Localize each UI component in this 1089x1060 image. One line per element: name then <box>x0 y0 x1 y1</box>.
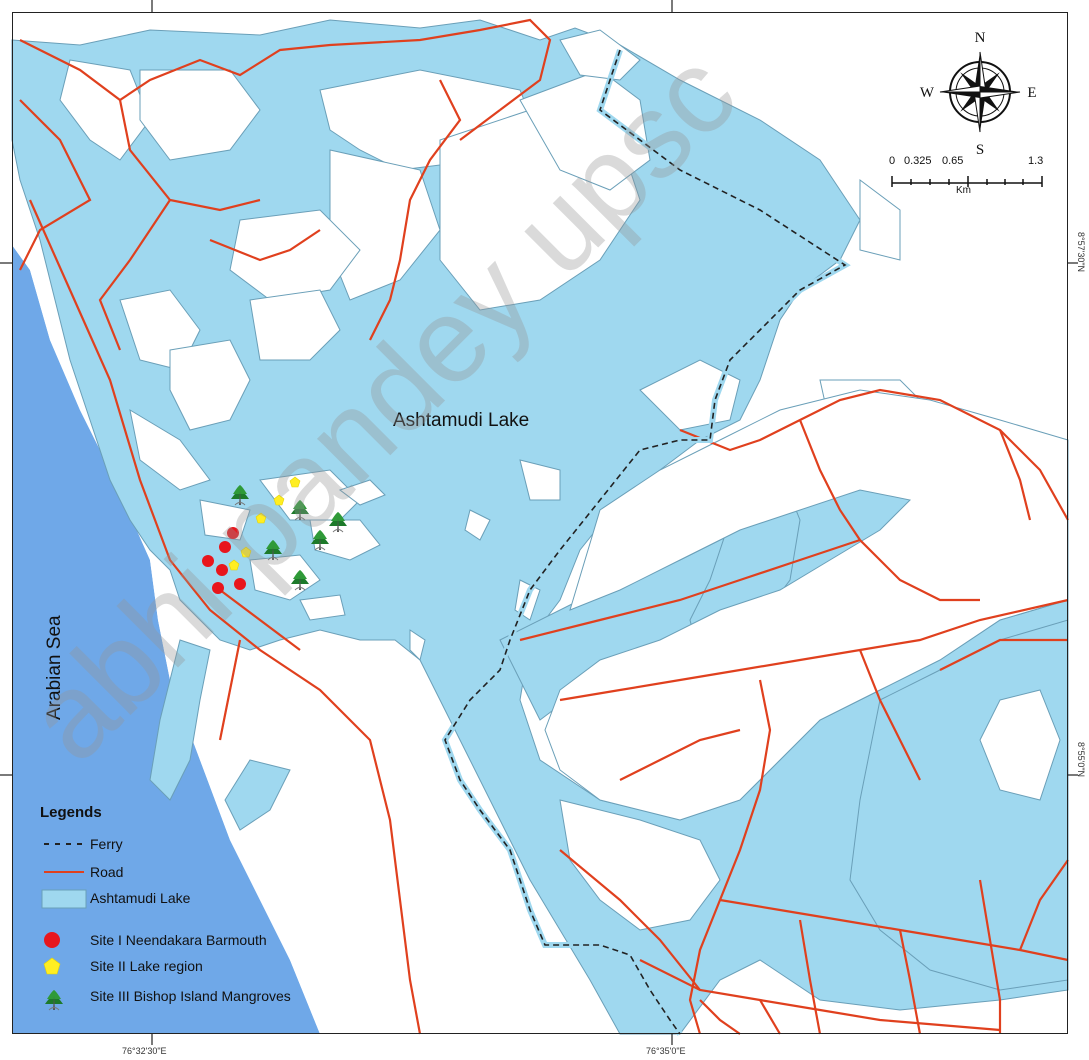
scale-bar: 0 0.325 0.65 1.3 Km <box>880 155 1060 205</box>
site-1-markers <box>202 527 246 594</box>
lat-label-bottom: 8°55'0"N <box>1076 742 1086 778</box>
compass-e: E <box>1027 85 1036 101</box>
site-2-markers <box>228 476 301 571</box>
legend-label-road: Road <box>90 864 124 880</box>
north-arrow: N S E W <box>918 30 1043 160</box>
scale-unit: Km <box>956 185 971 196</box>
lon-label-right: 76°35'0"E <box>646 1046 686 1056</box>
legend-label-site2: Site II Lake region <box>90 958 203 974</box>
compass-s: S <box>976 142 984 158</box>
legend-label-site3: Site III Bishop Island Mangroves <box>90 988 291 1004</box>
scale-bar-graphic <box>891 176 1043 187</box>
legend-item-road: Road <box>40 862 123 882</box>
arabian-sea <box>12 245 320 1034</box>
road-line-icon <box>44 871 84 873</box>
road-network <box>19 18 1069 1035</box>
legend: Legends Ferry Road Ashtamudi Lake <box>30 790 370 1030</box>
mangrove-tree-icon <box>44 989 64 1011</box>
site-markers <box>202 476 348 594</box>
lon-label-left: 76°32'30"E <box>122 1046 167 1056</box>
legend-item-site3: Site III Bishop Island Mangroves <box>40 986 291 1011</box>
legend-label-lake: Ashtamudi Lake <box>90 890 191 906</box>
legend-item-site2: Site II Lake region <box>40 956 203 976</box>
legend-title: Legends <box>40 804 102 821</box>
legend-item-ferry: Ferry <box>40 834 123 854</box>
legend-label-site1: Site I Neendakara Barmouth <box>90 932 267 948</box>
compass-n: N <box>975 30 986 46</box>
compass-w: W <box>920 85 935 101</box>
scale-tick-1: 0.325 <box>904 155 932 167</box>
legend-item-site1: Site I Neendakara Barmouth <box>40 930 267 950</box>
scale-tick-0: 0 <box>889 155 896 167</box>
legend-item-lake: Ashtamudi Lake <box>40 888 191 909</box>
sea-name-label: Arabian Sea <box>44 615 65 720</box>
yellow-pentagon-icon <box>43 957 61 975</box>
scale-tick-3: 1.3 <box>1028 155 1044 167</box>
ferry-route <box>441 49 851 1036</box>
map-frame <box>12 12 1068 1034</box>
compass-rose-icon: N S E W <box>920 30 1037 158</box>
ferry-line-icon <box>44 843 82 845</box>
red-circle-icon <box>44 932 60 948</box>
lat-label-top: 8°57'30"N <box>1076 232 1086 273</box>
legend-label-ferry: Ferry <box>90 836 123 852</box>
lake-name-label: Ashtamudi Lake <box>393 410 530 431</box>
lake-swatch-icon <box>41 889 87 909</box>
scale-tick-2: 0.65 <box>942 155 964 167</box>
